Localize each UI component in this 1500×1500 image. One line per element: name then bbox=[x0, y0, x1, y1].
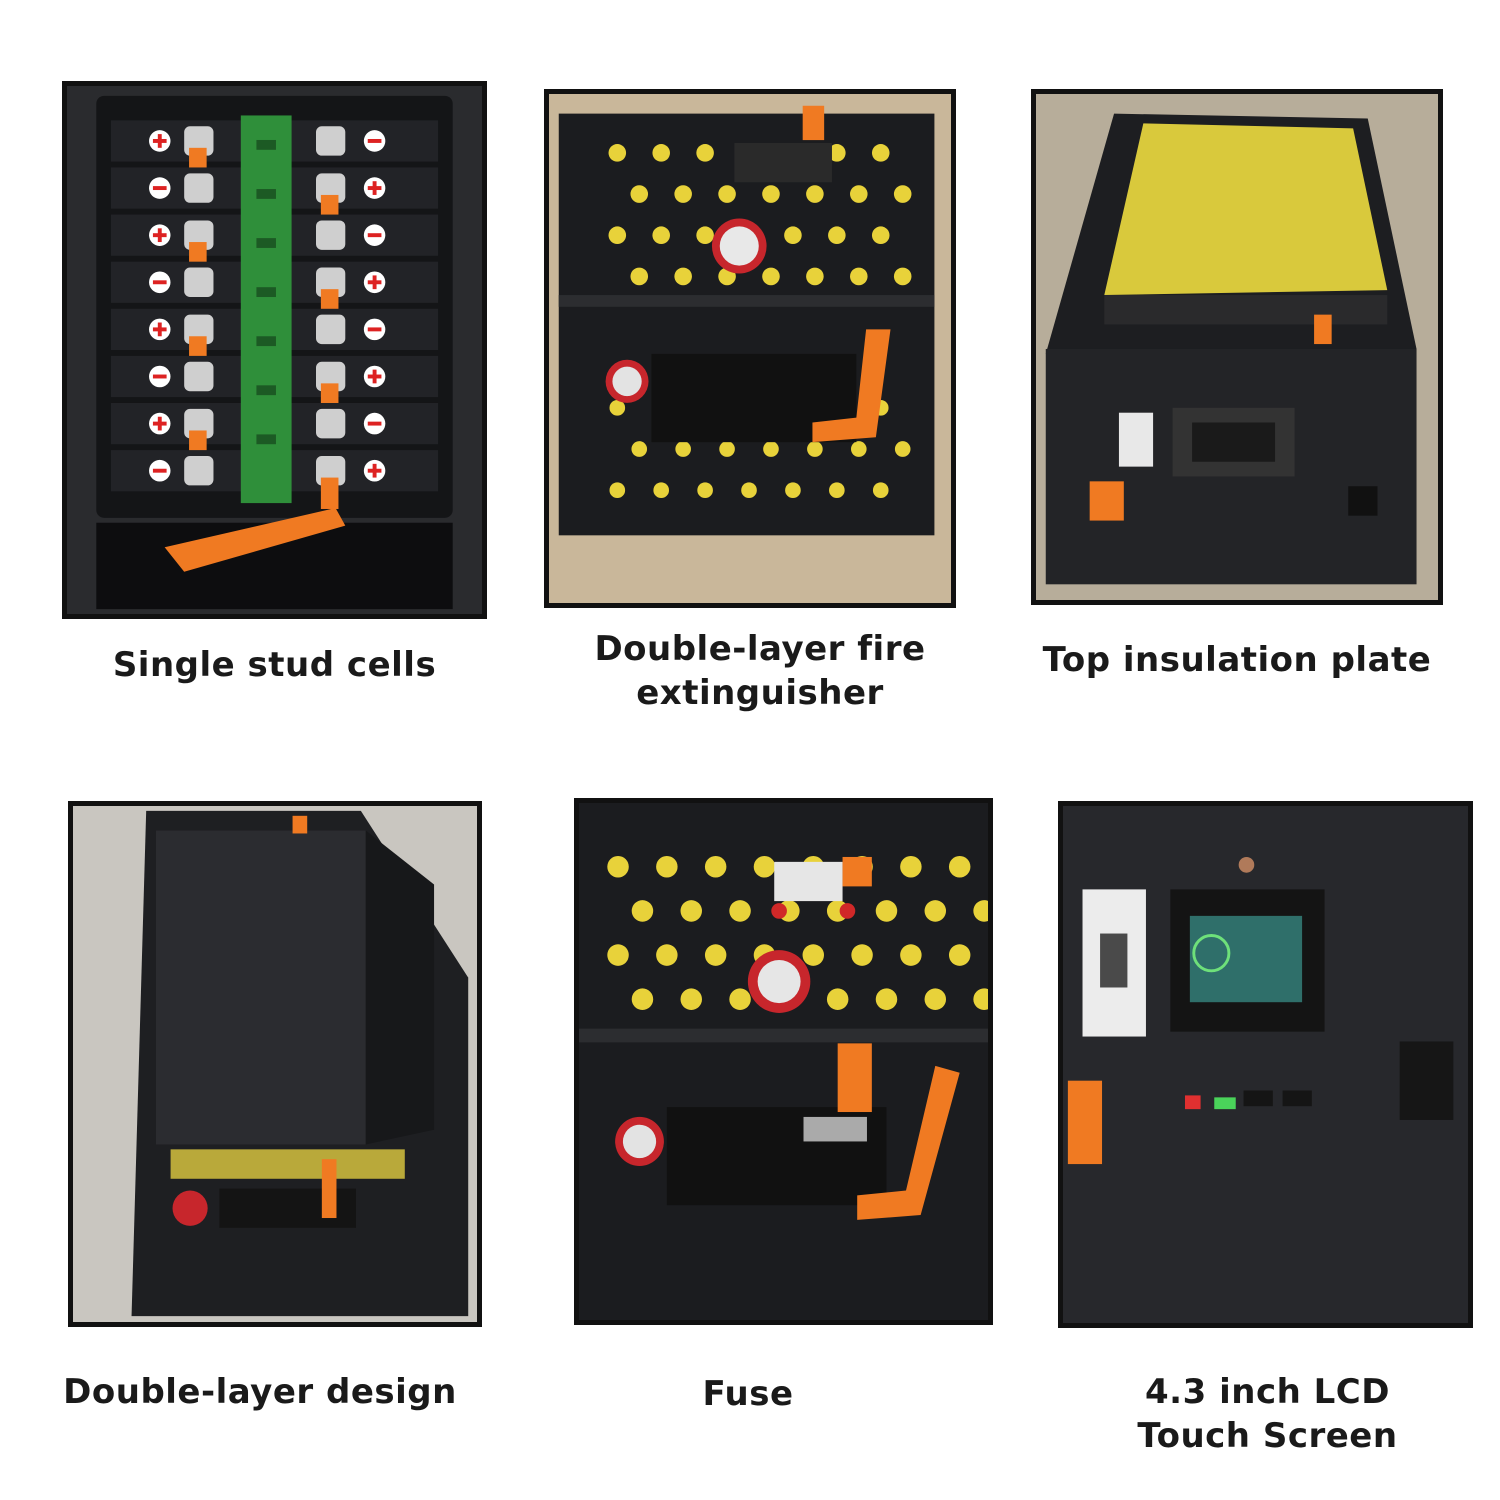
photo-double-layer-design bbox=[68, 801, 482, 1327]
photo-fire-extinguisher bbox=[544, 89, 956, 608]
photo-fuse bbox=[574, 798, 993, 1325]
caption-single-stud-cells: Single stud cells bbox=[112, 645, 437, 685]
photo-single-stud-cells bbox=[62, 81, 487, 619]
caption-fire-extinguisher: Double-layer fire extinguisher bbox=[594, 629, 926, 713]
photo-top-insulation-plate bbox=[1031, 89, 1443, 605]
photo-lcd-touch-screen bbox=[1058, 801, 1473, 1328]
caption-fuse: Fuse bbox=[702, 1374, 794, 1414]
caption-double-layer-design: Double-layer design bbox=[63, 1372, 457, 1412]
caption-top-insulation-plate: Top insulation plate bbox=[1042, 640, 1432, 680]
caption-lcd-touch-screen: 4.3 inch LCD Touch Screen bbox=[1137, 1372, 1398, 1456]
